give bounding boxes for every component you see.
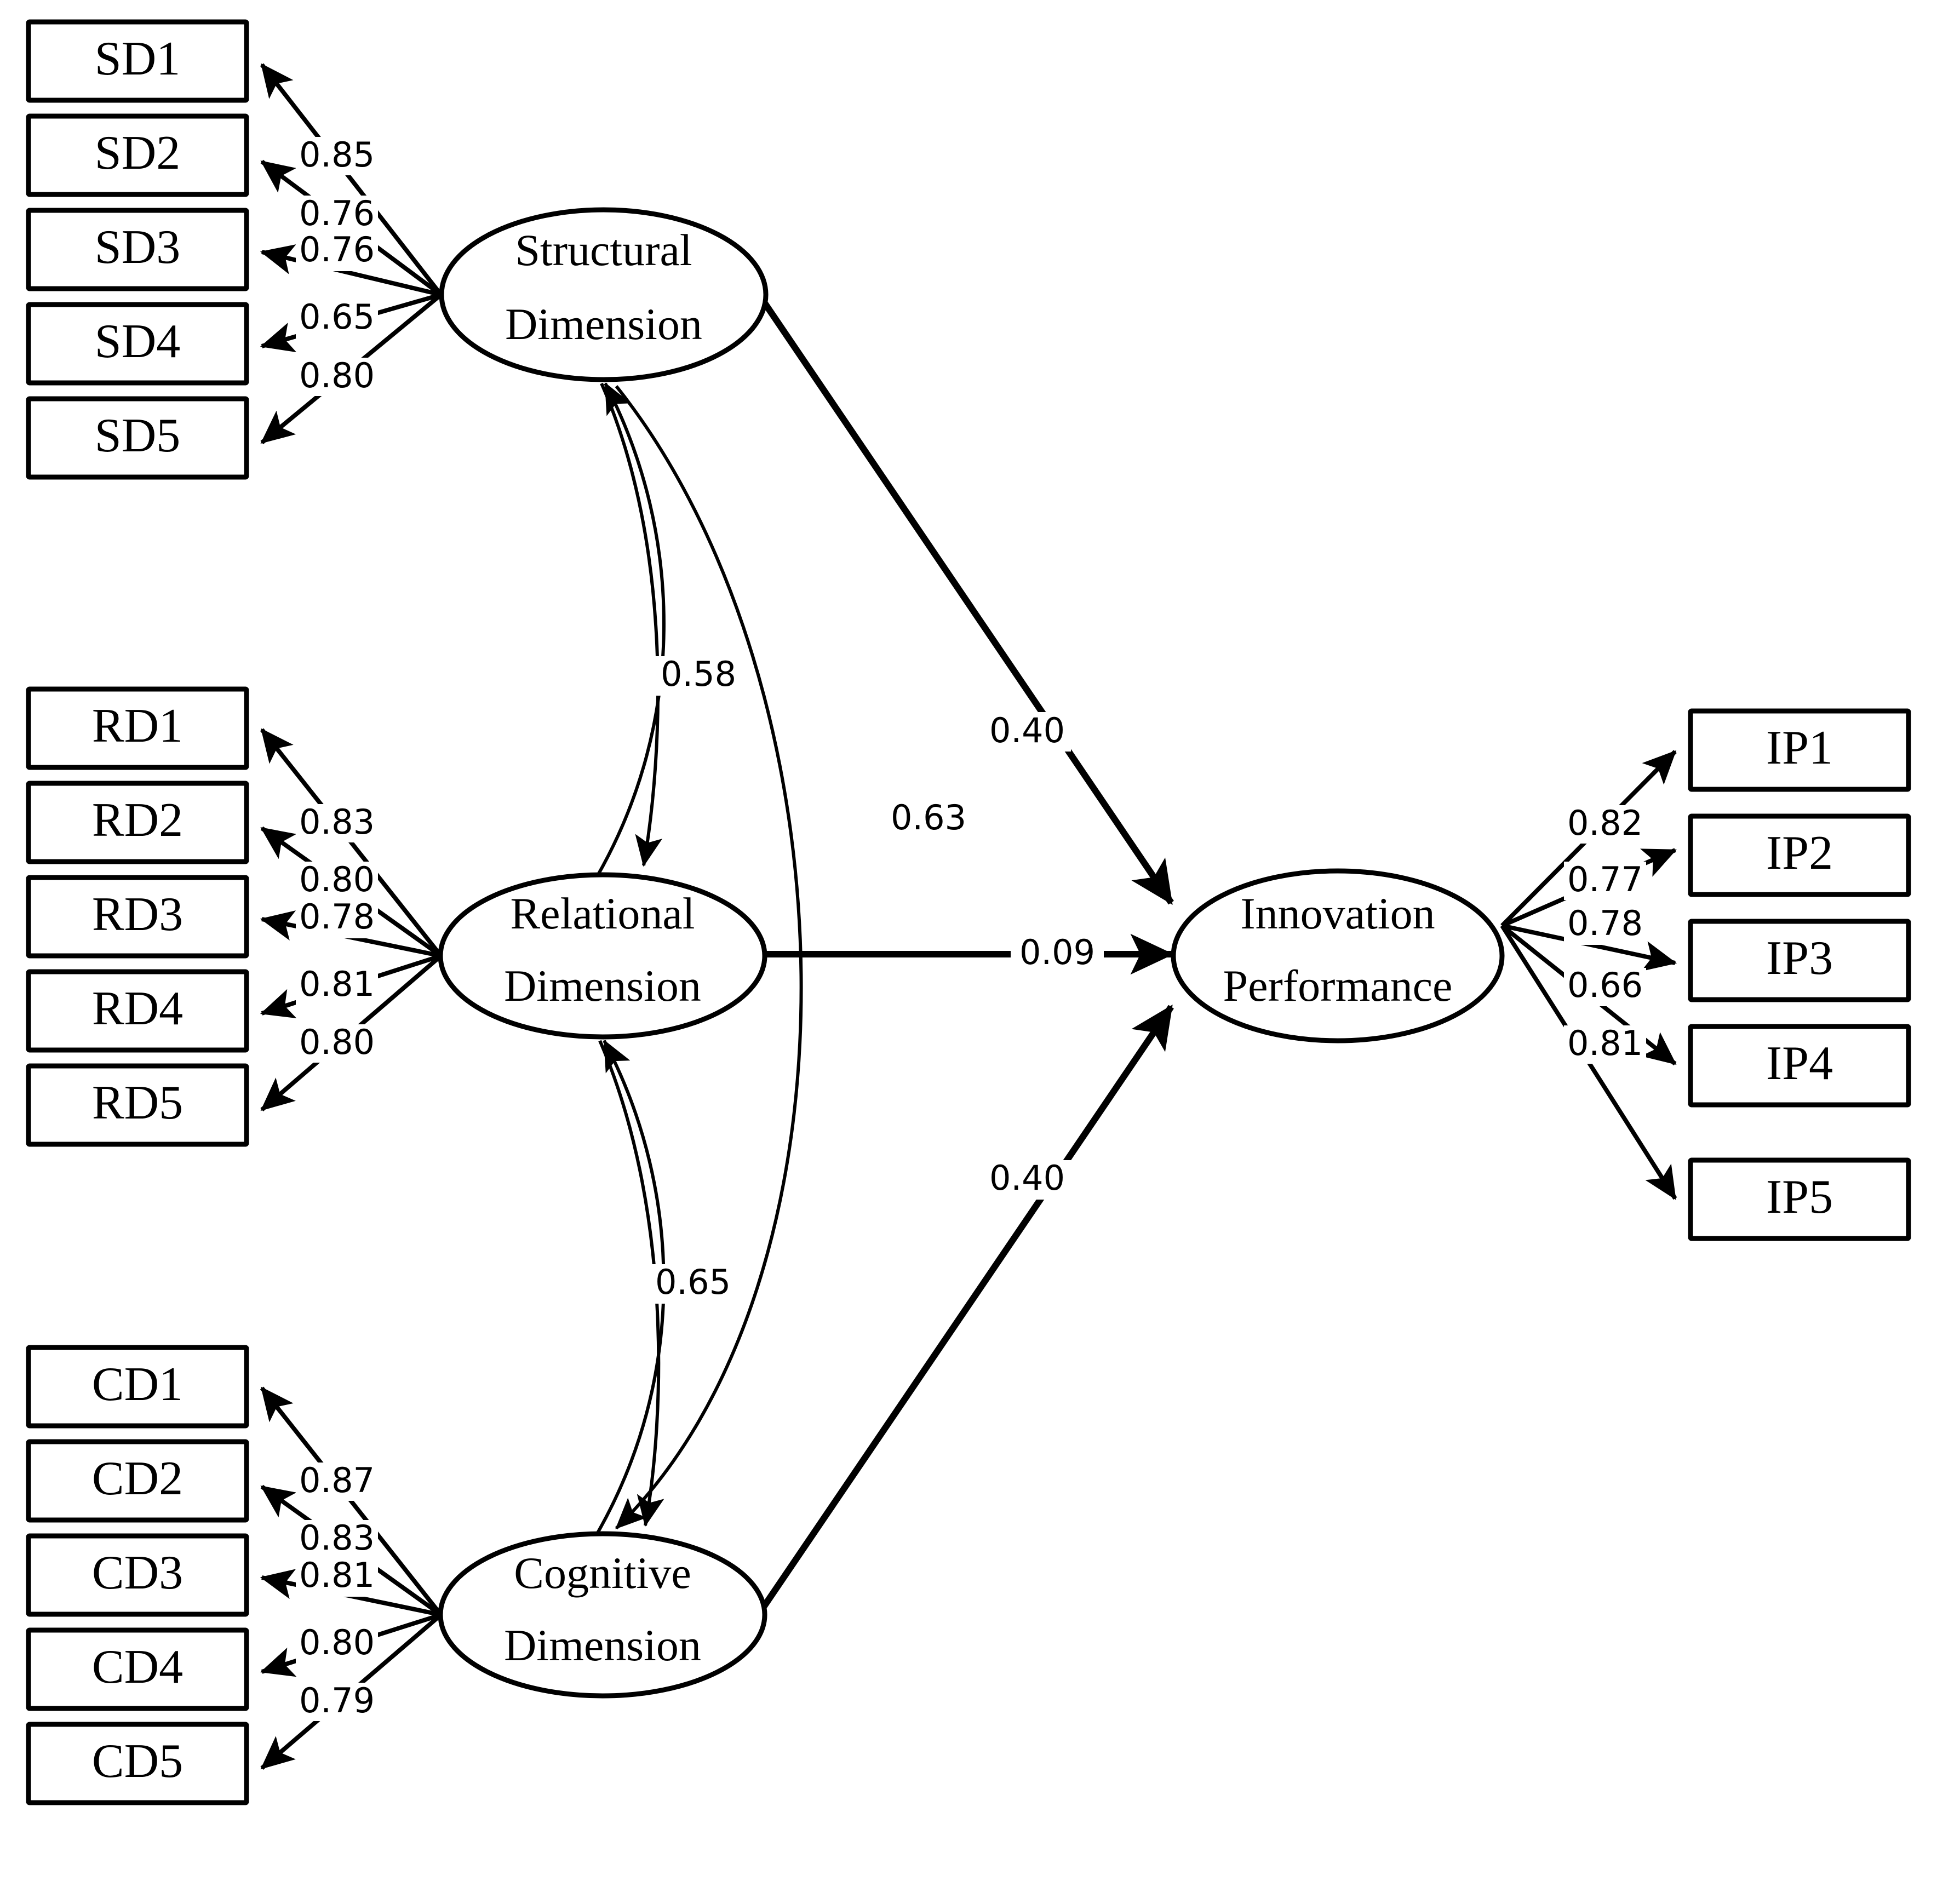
- indicator-group-rd: RD1 RD2 RD3 RD4 RD5: [26, 686, 443, 1147]
- indicator-box-cd2[interactable]: CD2: [26, 1439, 249, 1523]
- latent-variable-rd[interactable]: Relational Dimension: [438, 872, 767, 1040]
- loading-line-sd3: [260, 244, 442, 297]
- latent-label-line2: Dimension: [504, 1620, 701, 1670]
- latent-variable-ip[interactable]: Innovation Performance: [1171, 868, 1505, 1043]
- correlation-curve-rd-sd: [595, 382, 666, 878]
- indicator-box-rd1[interactable]: RD1: [26, 686, 249, 770]
- structural-paths: 0.40 0.09 0.40: [747, 278, 1174, 1630]
- indicator-group-ip: IP1 IP2 IP3 IP4 IP5: [1500, 708, 1911, 1241]
- latent-label-line2: Dimension: [504, 961, 701, 1011]
- indicator-label: CD2: [92, 1452, 183, 1505]
- indicator-label: SD2: [95, 127, 181, 180]
- indicator-box-rd2[interactable]: RD2: [26, 781, 249, 864]
- correlation-coefficient-rd-cd: 0.65: [655, 1262, 731, 1302]
- loading-label-cd3: 0.81: [299, 1555, 375, 1595]
- path-coefficient-rd-ip: 0.09: [1019, 932, 1095, 972]
- latent-label-line1: Cognitive: [514, 1548, 691, 1598]
- indicator-label: RD3: [92, 888, 183, 941]
- indicator-box-sd1[interactable]: SD1: [26, 19, 249, 103]
- loading-label-sd5: 0.80: [299, 355, 375, 395]
- indicator-box-rd5[interactable]: RD5: [26, 1063, 249, 1147]
- loading-label-rd2: 0.80: [299, 859, 375, 899]
- indicator-box-cd3[interactable]: CD3: [26, 1533, 249, 1617]
- path-sd-to-ip: [747, 278, 1174, 905]
- correlation-curve-sd-rd: [600, 382, 663, 867]
- indicator-label: IP3: [1766, 932, 1833, 985]
- indicator-box-sd5[interactable]: SD5: [26, 396, 249, 480]
- indicator-label: SD3: [95, 221, 181, 274]
- loading-label-rd3: 0.78: [299, 897, 375, 937]
- latent-label-line1: Innovation: [1240, 888, 1435, 938]
- loading-label-sd3: 0.76: [299, 230, 375, 269]
- indicator-box-ip1[interactable]: IP1: [1688, 708, 1911, 792]
- loading-label-cd5: 0.79: [299, 1681, 375, 1721]
- loading-label-ip4: 0.66: [1567, 965, 1643, 1005]
- latent-label-line2: Performance: [1223, 961, 1453, 1011]
- loading-label-rd1: 0.83: [299, 802, 375, 842]
- indicator-label: SD1: [95, 32, 181, 85]
- path-coefficient-cd-ip: 0.40: [989, 1158, 1065, 1198]
- indicator-label: RD4: [92, 982, 183, 1035]
- latent-variable-cd[interactable]: Cognitive Dimension: [438, 1531, 767, 1699]
- loading-line-rd1: [260, 728, 443, 957]
- indicator-label: IP2: [1766, 827, 1833, 880]
- indicator-label: CD4: [92, 1641, 183, 1694]
- indicator-label: RD2: [92, 794, 183, 847]
- correlation-curves: 0.58 0.63 0.65: [595, 382, 972, 1535]
- loading-label-cd4: 0.80: [299, 1622, 375, 1662]
- indicator-label: SD4: [95, 315, 181, 368]
- indicator-box-cd4[interactable]: CD4: [26, 1627, 249, 1711]
- indicator-label: IP1: [1766, 721, 1833, 775]
- indicator-label: IP5: [1766, 1171, 1833, 1224]
- path-coefficient-sd-ip: 0.40: [989, 710, 1065, 750]
- indicator-box-cd1[interactable]: CD1: [26, 1345, 249, 1429]
- correlation-curve-sd-cd: [615, 385, 803, 1530]
- latent-label-line1: Relational: [510, 888, 695, 938]
- indicator-label: SD5: [95, 409, 181, 462]
- latent-label-line1: Structural: [515, 225, 692, 275]
- indicator-box-ip4[interactable]: IP4: [1688, 1024, 1911, 1108]
- path-cd-to-ip: [747, 1005, 1174, 1630]
- correlation-coefficient-sd-rd: 0.58: [661, 654, 736, 694]
- loading-line-cd1: [260, 1386, 443, 1616]
- correlation-coefficient-sd-cd: 0.63: [891, 798, 966, 838]
- indicator-label: RD1: [92, 699, 183, 753]
- indicator-box-cd5[interactable]: CD5: [26, 1722, 249, 1805]
- indicator-group-cd: CD1 CD2 CD3 CD4 CD5: [26, 1345, 443, 1805]
- indicator-label: RD5: [92, 1076, 183, 1129]
- loading-label-ip1: 0.82: [1567, 803, 1643, 843]
- indicator-label: CD5: [92, 1735, 183, 1788]
- indicator-box-sd4[interactable]: SD4: [26, 302, 249, 386]
- loading-line-sd1: [260, 63, 443, 296]
- indicator-box-rd3[interactable]: RD3: [26, 875, 249, 959]
- loading-label-sd2: 0.76: [299, 193, 375, 233]
- indicator-box-ip5[interactable]: IP5: [1688, 1157, 1911, 1241]
- latent-variable-sd[interactable]: Structural Dimension: [439, 207, 769, 382]
- loading-label-ip2: 0.77: [1567, 859, 1643, 899]
- indicator-label: IP4: [1766, 1037, 1833, 1090]
- latent-label-line2: Dimension: [505, 299, 702, 349]
- loading-label-sd4: 0.65: [299, 297, 375, 337]
- indicator-label: CD3: [92, 1546, 183, 1599]
- loading-label-sd1: 0.85: [299, 135, 375, 175]
- indicator-label: CD1: [92, 1358, 183, 1411]
- indicator-box-ip3[interactable]: IP3: [1688, 919, 1911, 1002]
- loading-label-cd1: 0.87: [299, 1460, 375, 1500]
- loading-label-cd2: 0.83: [299, 1518, 375, 1558]
- loading-label-ip5: 0.81: [1567, 1023, 1643, 1063]
- indicator-box-rd4[interactable]: RD4: [26, 969, 249, 1053]
- loading-label-rd5: 0.80: [299, 1022, 375, 1062]
- indicator-box-ip2[interactable]: IP2: [1688, 813, 1911, 897]
- indicator-box-sd2[interactable]: SD2: [26, 113, 249, 197]
- loading-label-rd4: 0.81: [299, 964, 375, 1004]
- indicator-group-sd: SD1 SD2 SD3 SD4 SD5: [26, 19, 443, 480]
- loading-label-ip3: 0.78: [1567, 903, 1643, 943]
- indicator-box-sd3[interactable]: SD3: [26, 208, 249, 291]
